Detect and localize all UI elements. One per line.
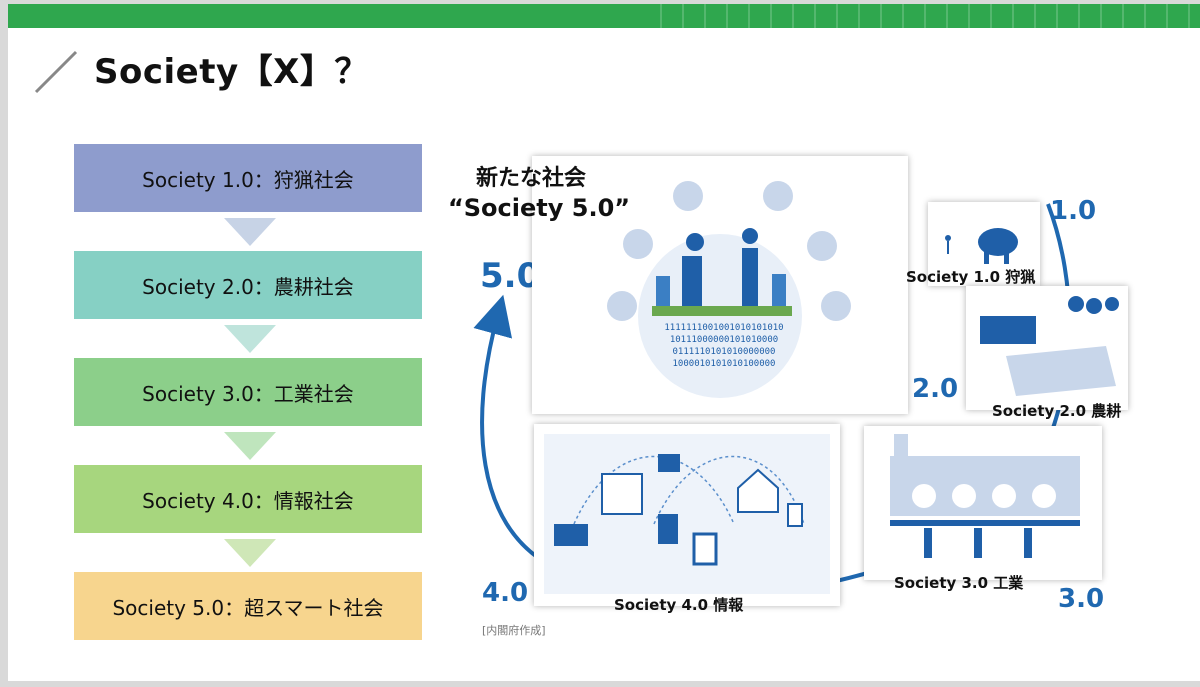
step-label: Society 5.0：超スマート社会 bbox=[112, 595, 384, 620]
header-bar bbox=[8, 4, 1200, 28]
society5-illustration-icon bbox=[607, 181, 851, 398]
step-society-4: Society 4.0：情報社会 bbox=[74, 465, 422, 533]
society3-label: Society 3.0 工業 bbox=[894, 574, 1024, 592]
farming-illustration-icon bbox=[980, 296, 1119, 396]
society1-card bbox=[928, 202, 1040, 286]
step-society-3: Society 3.0：工業社会 bbox=[74, 358, 422, 426]
step-society-1: Society 1.0：狩猟社会 bbox=[74, 144, 422, 212]
hunting-illustration-icon bbox=[945, 228, 1018, 264]
step-label: Society 3.0：工業社会 bbox=[142, 381, 354, 406]
industry-illustration-icon bbox=[890, 434, 1080, 558]
society2-card bbox=[966, 286, 1128, 410]
number-2: 2.0 bbox=[912, 374, 959, 404]
step-label: Society 2.0：農耕社会 bbox=[142, 274, 354, 299]
diagram-heading-line2: “Society 5.0” bbox=[448, 194, 631, 222]
down-arrow-icon bbox=[224, 325, 276, 353]
diagram-heading-line1: 新たな社会 bbox=[476, 166, 587, 191]
step-society-5: Society 5.0：超スマート社会 bbox=[74, 572, 422, 640]
slash-decoration-icon bbox=[34, 50, 78, 94]
information-illustration-icon bbox=[544, 434, 830, 594]
source-caption: [内閣府作成] bbox=[482, 624, 546, 637]
slide: Society【X】？ Society 1.0：狩猟社会 Society 2.0… bbox=[8, 4, 1200, 681]
society4-card bbox=[534, 424, 840, 606]
number-1: 1.0 bbox=[1050, 196, 1097, 226]
down-arrow-icon bbox=[224, 218, 276, 246]
society5-card: 1111111001001010101010 10111000000101010… bbox=[532, 156, 908, 414]
page-title: Society【X】？ bbox=[94, 52, 369, 92]
society3-card bbox=[864, 426, 1102, 580]
society2-label: Society 2.0 農耕 bbox=[992, 402, 1122, 420]
number-4: 4.0 bbox=[482, 578, 529, 608]
society-evolution-diagram: 5.0 1.0 2.0 3.0 4.0 bbox=[438, 144, 1138, 644]
binary-text: 1111111001001010101010 10111000000101010… bbox=[664, 323, 784, 369]
down-arrow-icon bbox=[224, 539, 276, 567]
society1-label: Society 1.0 狩猟 bbox=[906, 268, 1036, 286]
number-5: 5.0 bbox=[480, 256, 541, 296]
society4-label: Society 4.0 情報 bbox=[614, 596, 744, 614]
step-label: Society 4.0：情報社会 bbox=[142, 488, 354, 513]
number-3: 3.0 bbox=[1058, 584, 1105, 614]
down-arrow-icon bbox=[224, 432, 276, 460]
step-label: Society 1.0：狩猟社会 bbox=[142, 167, 354, 192]
step-society-2: Society 2.0：農耕社会 bbox=[74, 251, 422, 319]
